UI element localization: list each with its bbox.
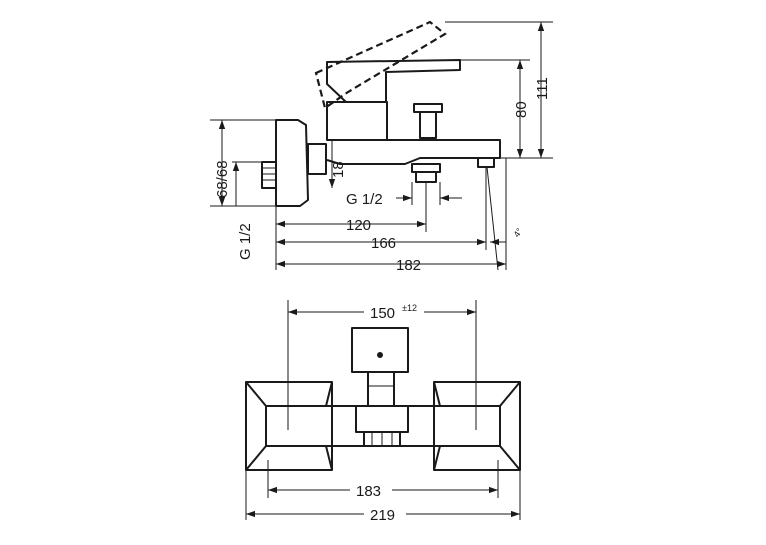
- dimension-166-label: 166: [371, 235, 396, 252]
- thread-outlet-label: G 1/2: [346, 191, 383, 208]
- top-view: 150 ±12 183 219: [245, 300, 521, 524]
- mixer-handle-front: [351, 327, 409, 373]
- diverter-knob: [413, 103, 443, 113]
- thread-pipe: [261, 161, 277, 189]
- dimension-80-label: 80: [513, 101, 530, 118]
- side-view: 111 80 68/68 G 1/2 18 G 1/2 120 166: [210, 20, 553, 274]
- handle-indicator: [377, 352, 383, 358]
- thread-left-label: G 1/2: [237, 223, 254, 260]
- angle-label: 4°: [511, 226, 524, 239]
- dimension-182-label: 182: [396, 257, 421, 274]
- mixer-body-front: [265, 405, 501, 447]
- dimension-18-label: 18: [330, 161, 347, 178]
- spout-front: [355, 405, 409, 433]
- connector-nut: [307, 143, 327, 175]
- dimension-111-label: 111: [534, 77, 551, 100]
- wall-escutcheon-right: [433, 381, 521, 471]
- bath-outlet-nut: [415, 171, 437, 183]
- dimension-183-label: 183: [356, 483, 381, 500]
- bath-outlet: [411, 163, 441, 173]
- dimension-219-label: 219: [370, 507, 395, 524]
- spout: [326, 139, 501, 165]
- dimension-120-label: 120: [346, 217, 371, 234]
- handle-neck: [367, 371, 395, 407]
- mixer-handle: [326, 59, 461, 103]
- diverter-stem: [419, 111, 437, 139]
- handle-open-position: [314, 20, 447, 110]
- dimension-150-label: 150: [370, 305, 395, 322]
- spout-outlet: [477, 157, 495, 168]
- mixer-body: [326, 101, 388, 141]
- dimension-68-label: 68/68: [214, 160, 231, 198]
- dimension-150-tolerance: ±12: [402, 303, 417, 313]
- wall-connector: [275, 119, 309, 207]
- wall-escutcheon-left: [245, 381, 333, 471]
